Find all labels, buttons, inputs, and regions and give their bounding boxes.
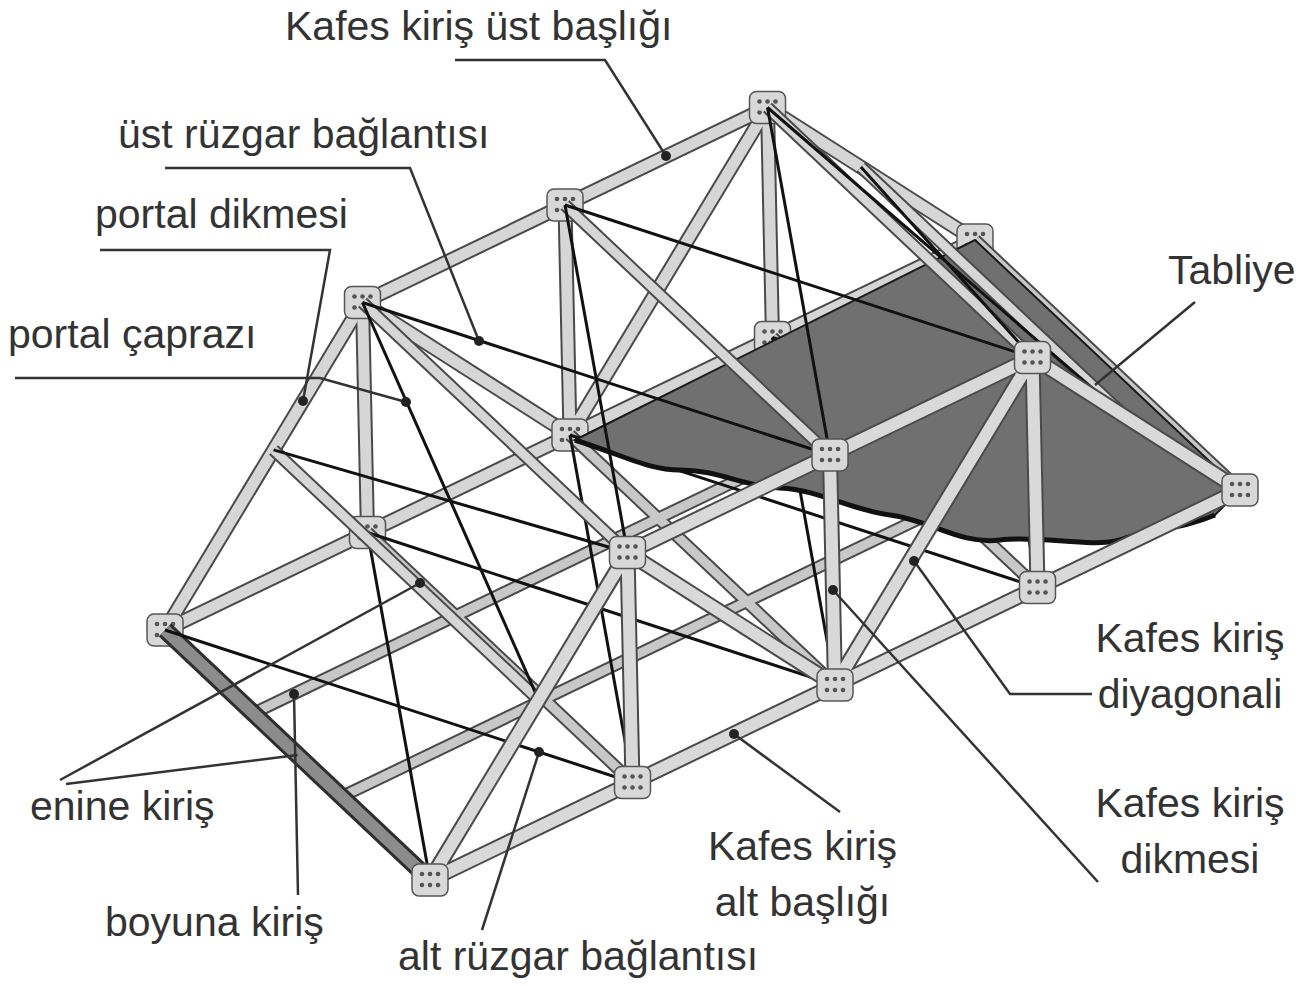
part-label: üst rüzgar bağlantısı <box>118 112 489 157</box>
part-label: Kafes kiriş dikmesi <box>1075 775 1305 887</box>
part-label: Kafes kiriş diyagonali <box>1075 610 1305 722</box>
part-label: portal dikmesi <box>95 192 348 237</box>
part-label: enine kiriş <box>30 784 215 829</box>
part-label: alt rüzgar bağlantısı <box>398 934 758 979</box>
part-label: portal çaprazı <box>8 312 256 357</box>
part-label: Kafes kiriş alt başlığı <box>690 818 915 930</box>
leader-lines <box>15 60 1195 930</box>
leader-dots <box>289 151 919 757</box>
part-label: Kafes kiriş üst başlığı <box>285 4 672 49</box>
part-label: Tabliye <box>1168 248 1296 293</box>
part-label: boyuna kiriş <box>105 900 324 945</box>
